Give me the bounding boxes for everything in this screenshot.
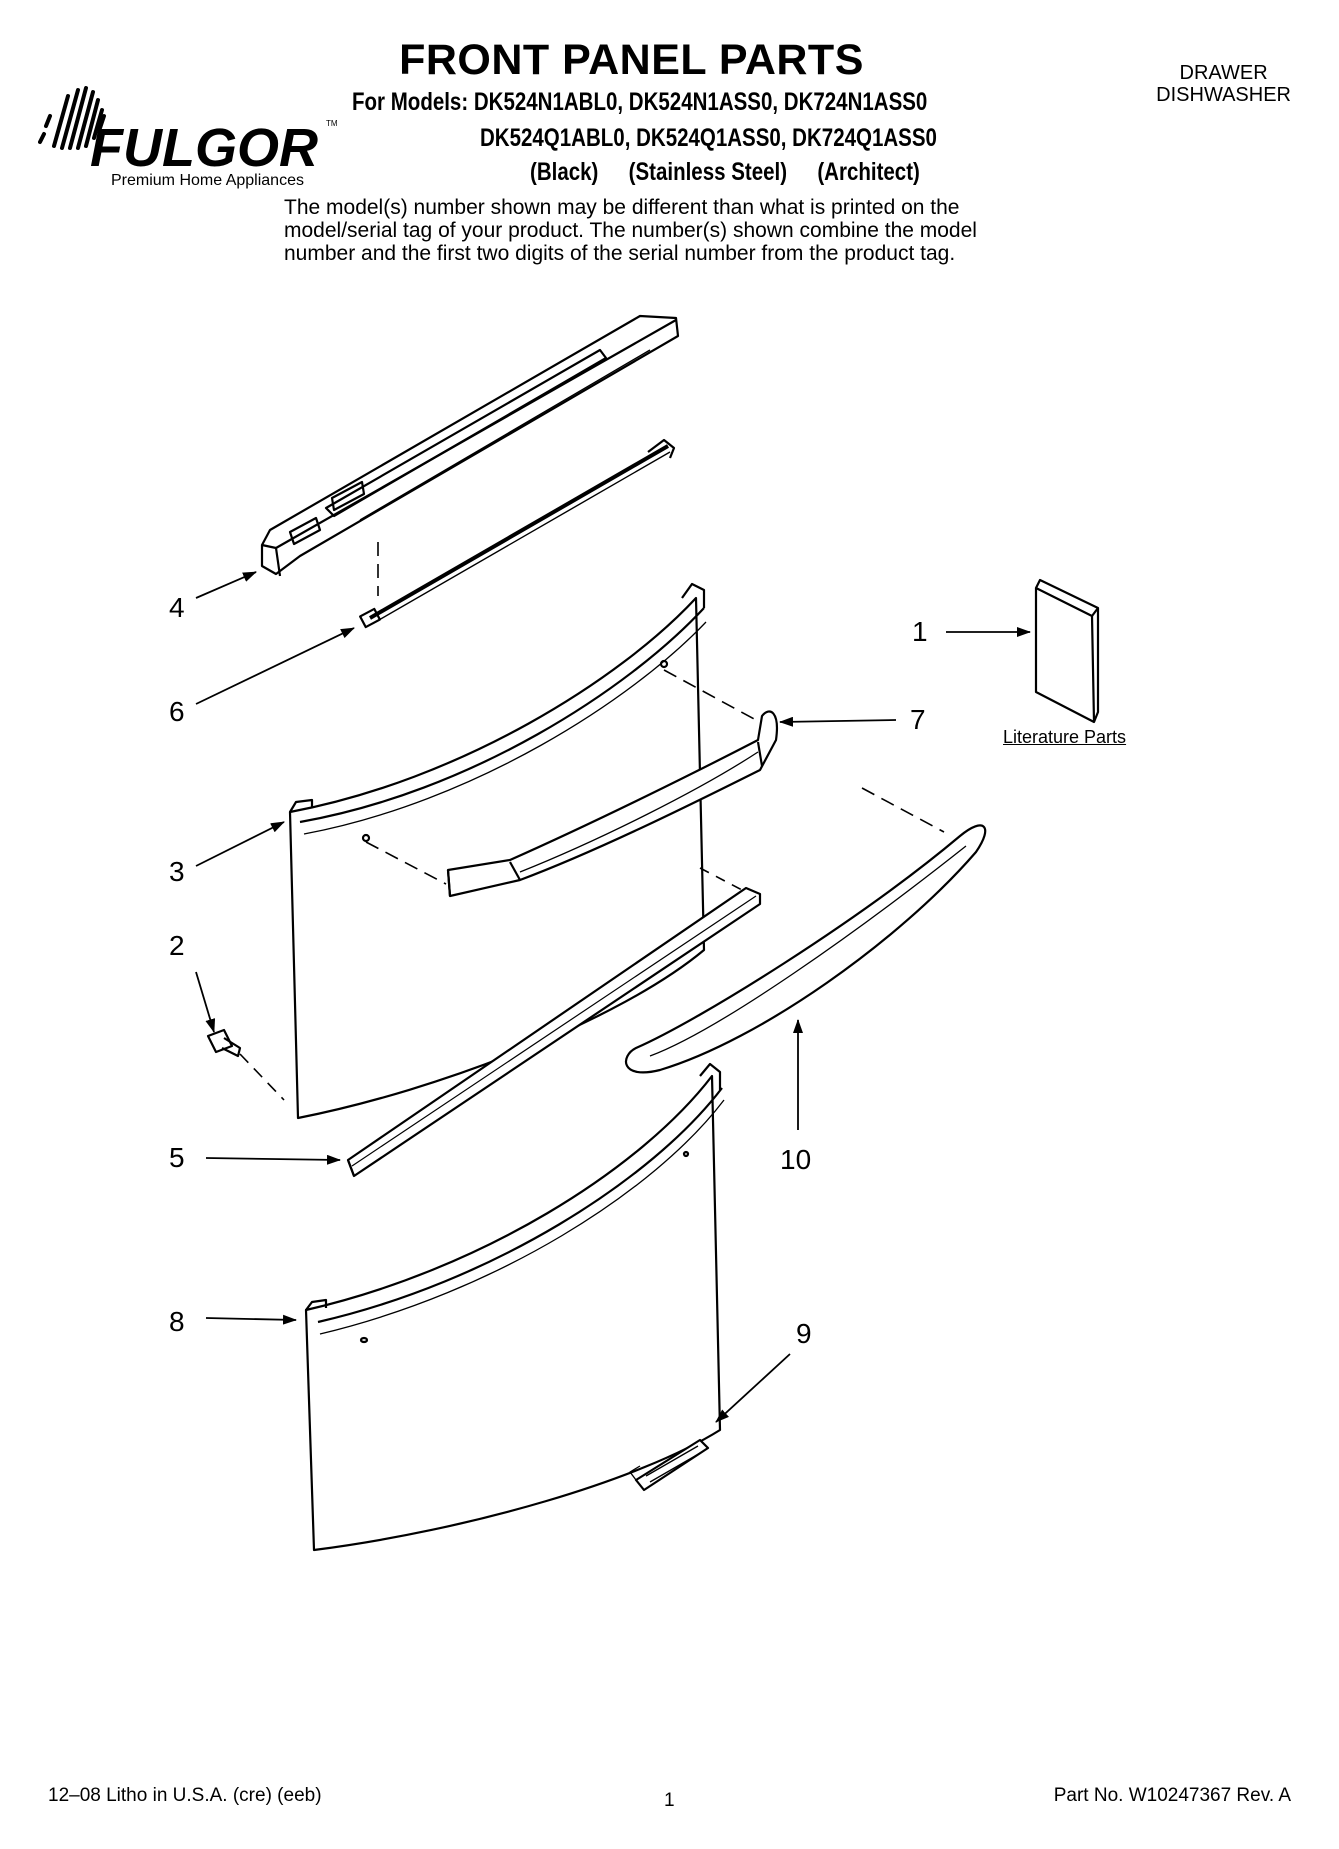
literature-parts-label: Literature Parts: [1003, 727, 1127, 747]
upper-drawer-panel-part-3: [288, 582, 707, 1120]
console-panel-part-4: [260, 314, 680, 577]
guide-line-7a: [663, 669, 757, 721]
handle-trim-part-7: [446, 710, 778, 898]
fulgor-logo: FULGOR TM: [38, 86, 368, 181]
callout-9: 9: [796, 1318, 812, 1349]
callout-2: 2: [169, 930, 185, 961]
notice-line-1: The model(s) number shown may be differe…: [284, 196, 960, 219]
callout-3: 3: [169, 856, 185, 887]
callout-8: 8: [169, 1306, 185, 1337]
notice-line-3: number and the first two digits of the s…: [284, 242, 956, 265]
callout-10: 10: [780, 1144, 812, 1175]
variant-black: (Black): [530, 158, 599, 186]
literature-booklet-part-1: [1034, 578, 1100, 724]
guide-line-10: [861, 787, 945, 833]
model-notice: The model(s) number shown may be differe…: [284, 196, 1084, 265]
model-variants: (Black) (Stainless Steel) (Architect): [530, 158, 944, 187]
page-title: FRONT PANEL PARTS: [399, 36, 864, 84]
callout-6: 6: [169, 696, 185, 727]
drawer-handle-part-10: [624, 824, 987, 1074]
guide-line-2: [239, 1053, 285, 1101]
notice-line-2: model/serial tag of your product. The nu…: [284, 219, 977, 242]
brand-tagline: Premium Home Appliances: [111, 172, 304, 189]
fulgor-logo-text: FULGOR: [90, 118, 318, 176]
page-number: 1: [664, 1790, 675, 1811]
guide-line-5: [699, 867, 743, 891]
svg-text:TM: TM: [326, 119, 338, 128]
callout-7: 7: [910, 704, 926, 735]
guide-line-7b: [365, 841, 447, 885]
fulgor-badge-icon: [629, 1438, 710, 1492]
models-line-2: DK524Q1ABL0, DK524Q1ASS0, DK724Q1ASS0: [480, 124, 937, 152]
print-info: 12–08 Litho in U.S.A. (cre) (eeb): [48, 1785, 322, 1806]
callout-4: 4: [169, 592, 185, 623]
screw-part-2: [206, 1028, 242, 1058]
fulgor-logo-icon: FULGOR TM: [38, 86, 338, 178]
variant-architect: (Architect): [817, 158, 920, 186]
product-category: DRAWER DISHWASHER: [1156, 62, 1291, 106]
part-number: Part No. W10247367 Rev. A: [1053, 1785, 1291, 1806]
trim-strip-part-5: [346, 886, 762, 1178]
category-line-2: DISHWASHER: [1156, 84, 1291, 106]
variant-stainless: (Stainless Steel): [628, 158, 788, 186]
callout-1: 1: [912, 616, 928, 647]
models-line-1: For Models: DK524N1ABL0, DK524N1ASS0, DK…: [352, 88, 928, 116]
callout-leaders: [195, 571, 1031, 1423]
wire-harness-part-6: [359, 438, 676, 629]
category-line-1: DRAWER: [1179, 62, 1268, 84]
lower-drawer-panel-part-8: [304, 1062, 725, 1552]
callout-5: 5: [169, 1142, 185, 1173]
